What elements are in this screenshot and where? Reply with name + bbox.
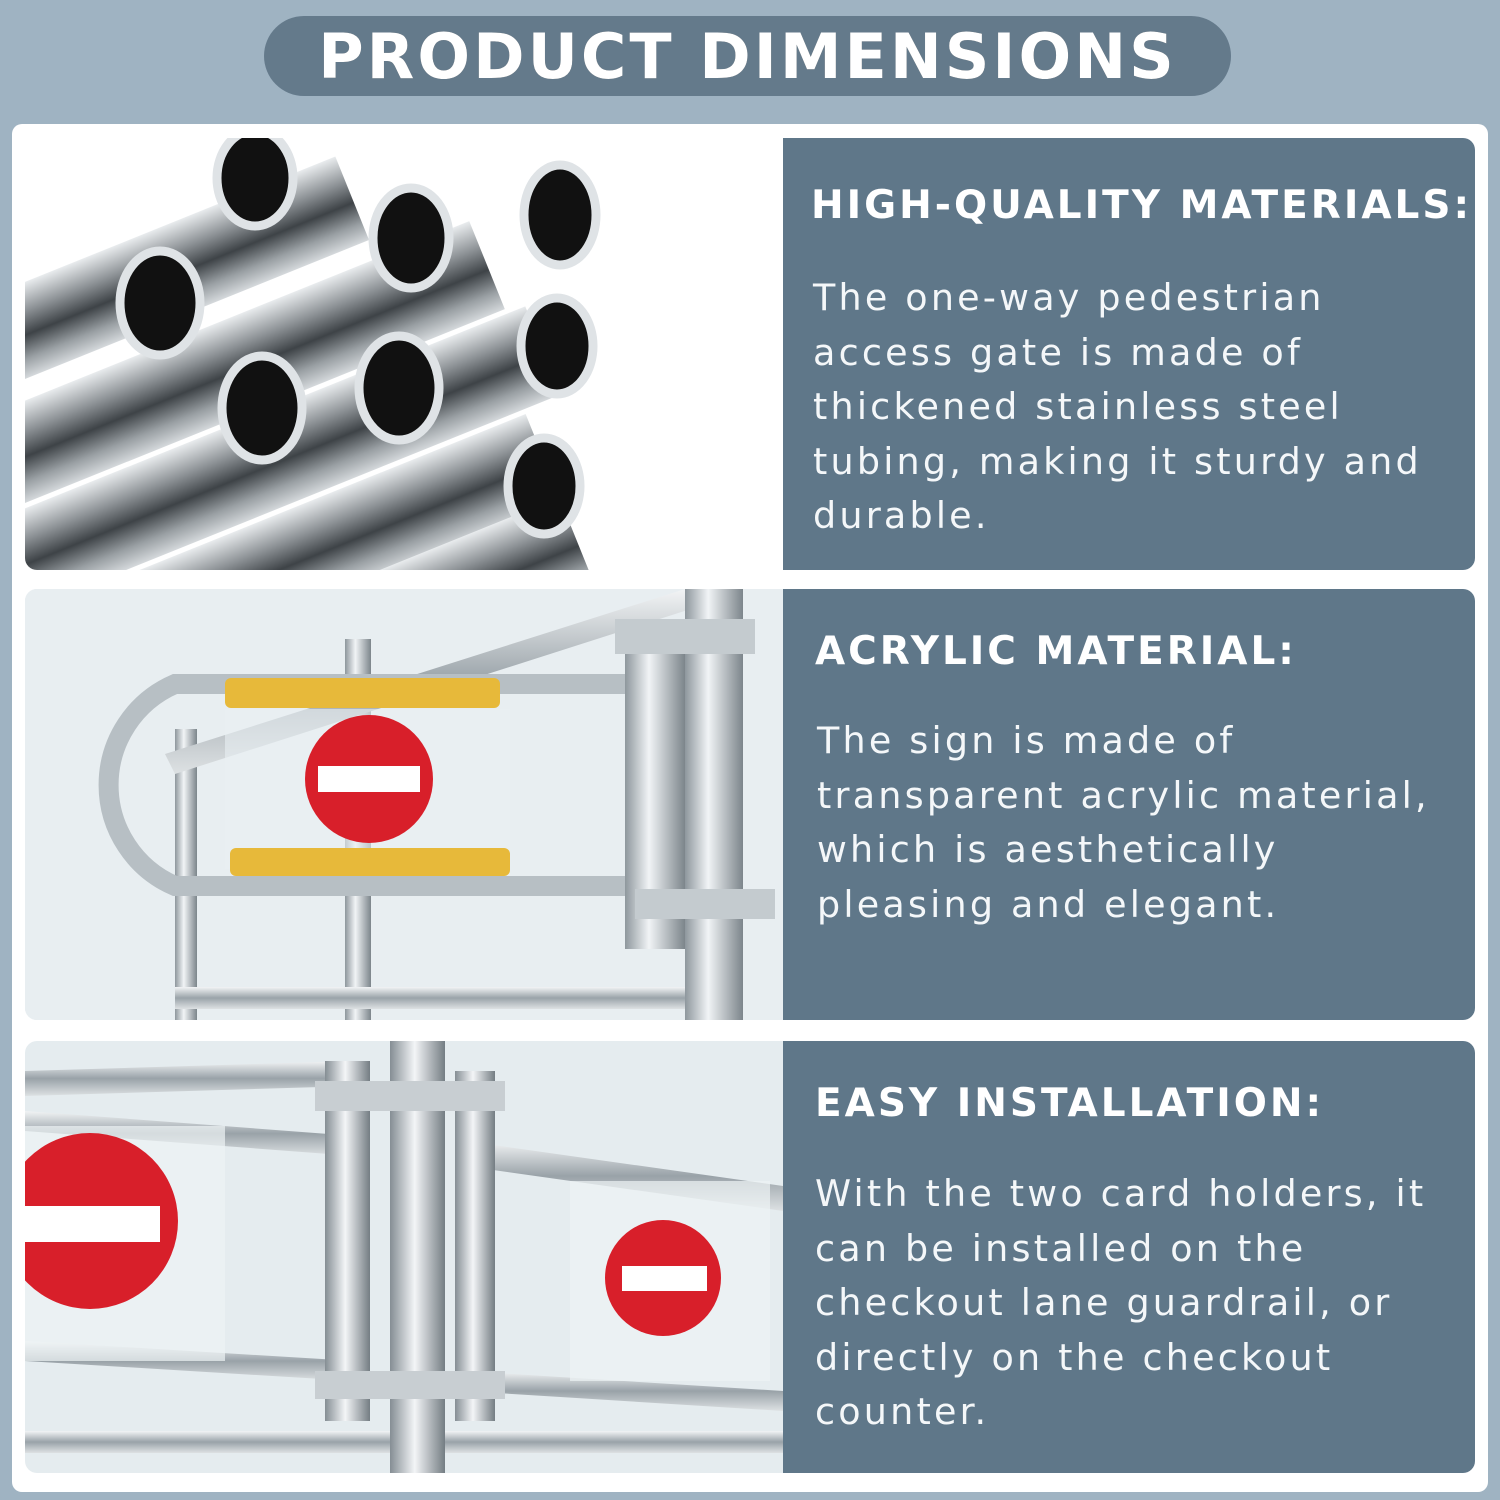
- title-banner: PRODUCT DIMENSIONS: [264, 16, 1231, 96]
- feature-description: The one-way pedestrian access gate is ma…: [813, 276, 1422, 537]
- feature-row-acrylic: ACRYLIC MATERIAL: The sign is made of tr…: [25, 589, 1475, 1020]
- feature-heading: EASY INSTALLATION:: [815, 1081, 1325, 1126]
- feature-heading: ACRYLIC MATERIAL:: [815, 629, 1297, 674]
- gate-no-entry-sign-image: [25, 589, 783, 1020]
- feature-description: The sign is made of transparent acrylic …: [817, 719, 1430, 926]
- feature-description: With the two card holders, it can be ins…: [815, 1172, 1427, 1433]
- page-title-text: PRODUCT DIMENSIONS: [318, 19, 1177, 93]
- gate-installed-image: [25, 1041, 783, 1473]
- feature-heading: HIGH-QUALITY MATERIALS:: [811, 183, 1473, 228]
- feature-panel-acrylic: ACRYLIC MATERIAL: The sign is made of tr…: [783, 589, 1475, 1020]
- feature-panel-materials: HIGH-QUALITY MATERIALS: The one-way pede…: [783, 138, 1475, 570]
- feature-panel-installation: EASY INSTALLATION: With the two card hol…: [783, 1041, 1475, 1473]
- feature-row-installation: EASY INSTALLATION: With the two card hol…: [25, 1041, 1475, 1473]
- stainless-steel-tubes-image: [25, 138, 783, 570]
- feature-row-materials: HIGH-QUALITY MATERIALS: The one-way pede…: [25, 138, 1475, 570]
- page-title: PRODUCT DIMENSIONS: [318, 20, 1177, 93]
